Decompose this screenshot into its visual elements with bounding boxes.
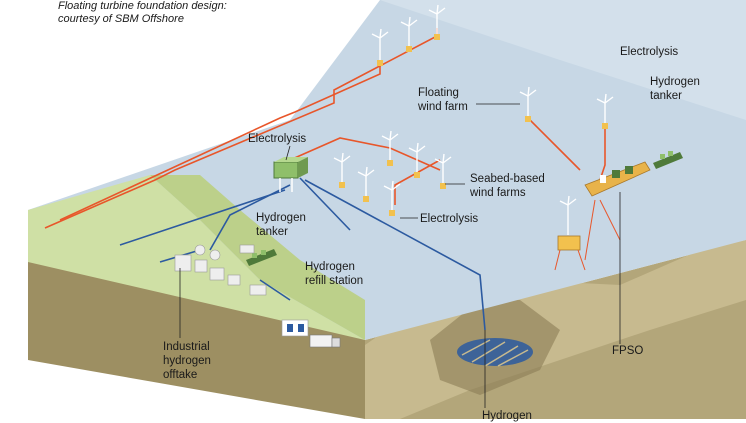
seabed-turbines (333, 130, 452, 212)
label-hydrogen-storage: Hydrogen (482, 410, 532, 422)
hydrogen-tanker-near (246, 249, 277, 266)
seabed-foundations (339, 160, 446, 216)
electrolysis-platform (273, 157, 308, 192)
land-surface (28, 175, 365, 340)
label-seabed-wind-farms: Seabed-based wind farms (470, 173, 545, 199)
label-hydrogen-tanker-near: Hydrogen tanker (256, 212, 306, 238)
label-electrolysis-seabed: Electrolysis (420, 213, 479, 225)
caption-line-2: courtesy of SBM Offshore (58, 13, 184, 25)
turbine-floats (377, 34, 608, 129)
delivery-truck (309, 334, 341, 348)
caption-line-1: Floating turbine foundation design: (58, 0, 227, 12)
industrial-plant (174, 244, 267, 296)
label-industrial-hydrogen-offtake: Industrial hydrogen offtake (163, 341, 211, 381)
floating-foundation (554, 235, 586, 271)
label-leaders (179, 103, 621, 408)
image-caption: Floating turbine foundation design: cour… (58, 0, 227, 26)
hydrogen-tanker-offshore (653, 151, 683, 169)
floating-turbines (371, 4, 614, 235)
label-electrolysis-platform: Electrolysis (248, 133, 307, 145)
refill-station (281, 319, 309, 337)
label-fpso: FPSO (612, 345, 644, 357)
label-hydrogen-tanker-offshore: Hydrogen tanker (650, 76, 700, 102)
label-floating-wind-farm: Floating wind farm (418, 87, 468, 113)
fpso-vessel (584, 161, 651, 261)
sea-surface-top (380, 0, 746, 120)
label-electrolysis-fpso: Electrolysis (620, 46, 679, 58)
label-hydrogen-refill-station: Hydrogen refill station (305, 261, 364, 287)
